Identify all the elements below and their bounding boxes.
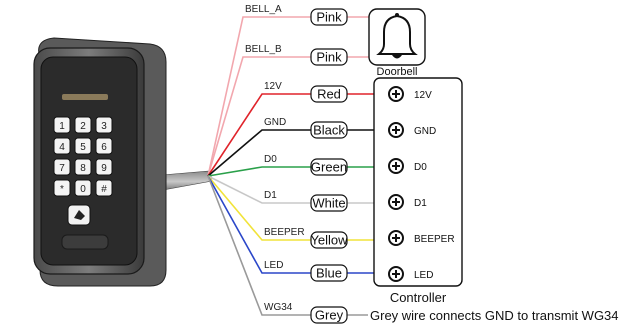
keypad-reader: 1 2 3 4 5 6 7 8 9 * 0 # — [33, 37, 167, 287]
terminal-label: LED — [414, 270, 433, 281]
wire-label: WG34 — [264, 302, 293, 313]
wire-color-pill: Grey — [310, 306, 348, 324]
wire-d0 — [207, 166, 311, 177]
terminal-12v: 12V — [388, 86, 432, 102]
keypad-key: 6 — [95, 137, 113, 155]
terminal-label: D0 — [414, 162, 427, 173]
wire-label: 12V — [264, 81, 282, 92]
keypad-key-label: 6 — [101, 142, 107, 153]
keypad-key-label: 5 — [80, 142, 86, 153]
keypad-key-label: 1 — [59, 121, 65, 132]
keypad-key: 4 — [53, 137, 71, 155]
wire-color-pill: Yellow — [310, 231, 348, 249]
wire-gnd — [207, 129, 311, 177]
keypad-key: 8 — [74, 158, 92, 176]
wire-color-pill: Red — [310, 85, 348, 103]
keypad-key: 3 — [95, 116, 113, 134]
keypad-key: 5 — [74, 137, 92, 155]
wire-color-pill: White — [310, 194, 348, 212]
keypad-key-label: 8 — [80, 163, 86, 174]
doorbell: Doorbell — [368, 8, 426, 78]
keypad-key-label: # — [101, 184, 107, 195]
wire-label: BELL_B — [245, 44, 282, 55]
bell-icon — [376, 14, 418, 55]
terminal-beeper: BEEPER — [388, 230, 455, 246]
wire-color-label: White — [312, 196, 345, 211]
wire-color-pill: Green — [310, 158, 348, 176]
keypad-keys: 1 2 3 4 5 6 7 8 9 * 0 # — [53, 116, 113, 197]
wire-bellb — [207, 56, 311, 177]
keypad-key: 9 — [95, 158, 113, 176]
wire-color-pill: Black — [310, 121, 348, 139]
keypad-key-label: * — [60, 184, 64, 195]
status-led-strip — [62, 94, 108, 100]
terminal-label: 12V — [414, 90, 432, 101]
terminal-gnd: GND — [388, 122, 436, 138]
wire-label: LED — [264, 260, 283, 271]
wire-fan — [207, 16, 374, 316]
keypad-key-label: 9 — [101, 163, 107, 174]
wire-beeper — [207, 175, 311, 241]
keypad-key: # — [95, 179, 113, 197]
controller-label: Controller — [390, 290, 447, 305]
keypad-key-label: 4 — [59, 142, 65, 153]
keypad-key-label: 3 — [101, 121, 107, 132]
terminal-d0: D0 — [388, 158, 427, 174]
terminal-label: BEEPER — [414, 234, 455, 245]
terminal-label: D1 — [414, 198, 427, 209]
keypad-key-label: 0 — [80, 184, 86, 195]
wire-color-label: Green — [311, 160, 347, 175]
keypad-key: * — [53, 179, 71, 197]
keypad-key: 7 — [53, 158, 71, 176]
wire-label: D0 — [264, 154, 277, 165]
wire-color-label: Grey — [315, 308, 344, 323]
wire-color-label: Blue — [316, 266, 342, 281]
doorbell-label: Doorbell — [377, 66, 418, 78]
wire-label: BEEPER — [264, 227, 305, 238]
wire-color-label: Pink — [316, 50, 342, 65]
controller-box — [373, 77, 463, 287]
keypad-key: 2 — [74, 116, 92, 134]
wire-led — [207, 175, 311, 274]
card-key-icon — [74, 210, 85, 220]
wire-color-pill: Pink — [310, 48, 348, 66]
terminal-d1: D1 — [388, 194, 427, 210]
wire-bella — [207, 16, 311, 177]
terminal-led: LED — [388, 266, 433, 282]
wire-d1 — [207, 175, 311, 204]
keypad-key: 1 — [53, 116, 71, 134]
wire-wg34 — [207, 175, 311, 316]
keypad-key-label: 2 — [80, 121, 86, 132]
wire-label: GND — [264, 117, 286, 128]
wire-12v — [207, 93, 311, 177]
wire-color-label: Pink — [316, 10, 342, 25]
wire-label: BELL_A — [245, 4, 282, 15]
keypad-key-label: 7 — [59, 163, 65, 174]
keypad-key: 0 — [74, 179, 92, 197]
wire-label: D1 — [264, 190, 277, 201]
grey-wire-note: Grey wire connects GND to transmit WG34 — [370, 308, 619, 323]
card-reader-area — [61, 234, 109, 250]
terminal-label: GND — [414, 126, 436, 137]
wire-color-pill: Blue — [310, 264, 348, 282]
wire-color-label: Black — [313, 123, 345, 138]
wire-color-label: Yellow — [310, 233, 348, 248]
wire-color-label: Red — [317, 87, 341, 102]
wire-color-pill: Pink — [310, 8, 348, 26]
